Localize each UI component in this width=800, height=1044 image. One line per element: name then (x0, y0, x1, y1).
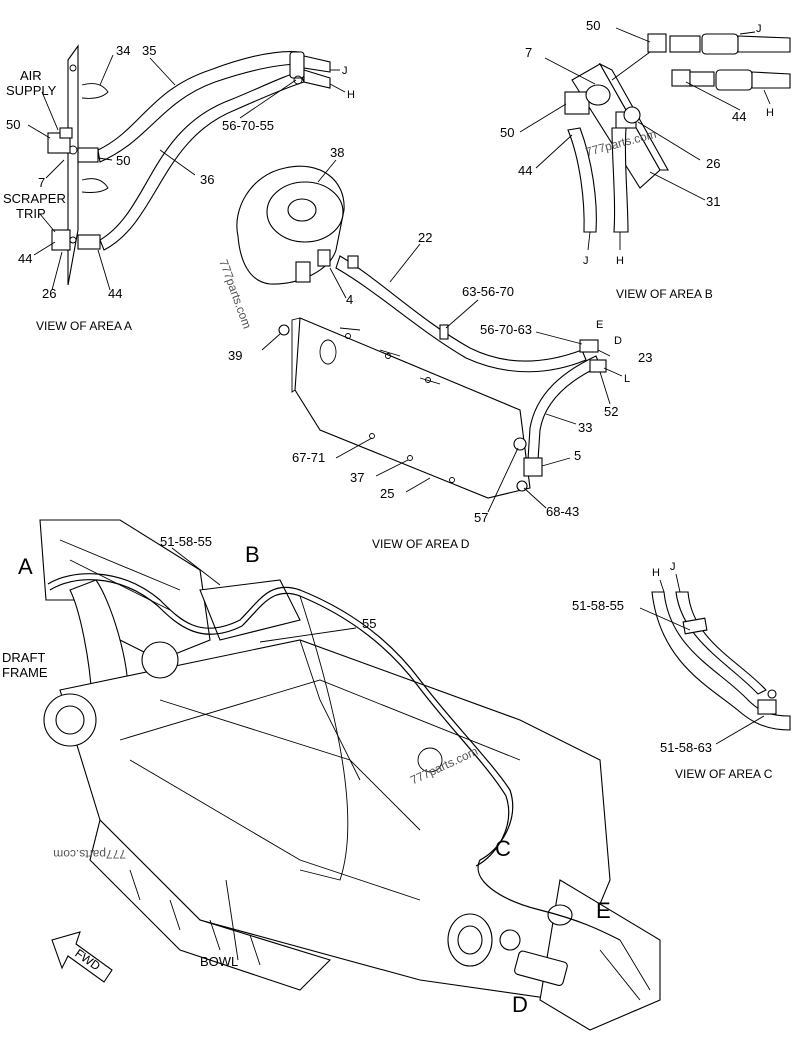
callout-50-b2: 50 (500, 125, 514, 140)
callout-38: 38 (330, 145, 344, 160)
clip-34 (81, 83, 109, 99)
label-trip: TRIP (16, 206, 46, 221)
view-area-b: 50 7 50 44 44 26 31 J H J H VIEW OF AREA… (500, 18, 791, 301)
callout-4: 4 (346, 292, 353, 307)
callout-33: 33 (578, 420, 592, 435)
callout-44-a1: 44 (18, 251, 32, 266)
callout-36: 36 (200, 172, 214, 187)
callout-67-71: 67-71 (292, 450, 325, 465)
valve-50-b (564, 91, 590, 115)
callout-56-70-55: 56-70-55 (222, 118, 274, 133)
callout-31: 31 (706, 194, 720, 209)
hose-letter-l-d: L (624, 373, 630, 385)
callout-51-58-63-c: 51-58-63 (660, 740, 712, 755)
callout-25: 25 (380, 486, 394, 501)
main-hose-line (47, 573, 621, 941)
label-draft: DRAFT (2, 650, 45, 665)
hose-letter-j-a: J (342, 65, 348, 77)
label-frame: FRAME (2, 665, 48, 680)
callout-26-a: 26 (42, 286, 56, 301)
callout-51-58-55-c: 51-58-55 (572, 598, 624, 613)
callout-26-b: 26 (706, 156, 720, 171)
watermark-main-2: 777parts.com (53, 847, 126, 861)
label-bowl: BOWL (200, 954, 238, 969)
callout-39: 39 (228, 348, 242, 363)
callout-7-b: 7 (525, 45, 532, 60)
label-air: AIR (20, 68, 42, 83)
callout-50-a: 50 (6, 117, 20, 132)
main-view: A B C D E 51-58-55 55 DRAFT FRAME BOWL 7… (2, 519, 661, 1031)
area-letter-d: D (512, 992, 528, 1017)
forward-arrow-icon (51, 931, 113, 983)
label-supply: SUPPLY (6, 83, 57, 98)
caption-area-c: VIEW OF AREA C (675, 767, 773, 781)
area-letter-c: C (495, 836, 511, 861)
hose-22 (335, 255, 587, 373)
callout-44-b2: 44 (732, 109, 746, 124)
bowl (59, 639, 611, 1001)
hose-letter-h-b1: H (766, 107, 774, 119)
callout-44-b1: 44 (518, 163, 532, 178)
area-letter-b: B (245, 542, 260, 567)
hose-letter-d-d: D (614, 335, 622, 347)
area-letter-e: E (596, 898, 611, 923)
callout-50-b1: 50 (586, 18, 600, 33)
callout-50-a2: 50 (116, 153, 130, 168)
callout-37: 37 (350, 470, 364, 485)
fwd-arrow: FWD (51, 931, 113, 983)
area-letter-a: A (18, 554, 33, 579)
hose-letter-h-a: H (347, 89, 355, 101)
hose-letter-j-b1: J (756, 23, 762, 35)
callout-34: 34 (116, 43, 130, 58)
callout-52: 52 (604, 404, 618, 419)
callout-22: 22 (418, 230, 432, 245)
hose-letter-j-c: J (670, 561, 676, 573)
callout-57: 57 (474, 510, 488, 525)
callout-44-a2: 44 (108, 286, 122, 301)
view-area-d: 38 22 4 63-56-70 39 56-70-63 E D 23 L 52… (216, 145, 652, 551)
callout-35: 35 (142, 43, 156, 58)
trip-valve (51, 229, 71, 251)
area-a-bracket-plate (67, 44, 79, 286)
callout-51-58-55-main: 51-58-55 (160, 534, 212, 549)
callout-23: 23 (638, 350, 652, 365)
hose-letter-j-b2: J (583, 255, 589, 267)
hose-35 (97, 51, 303, 163)
caption-area-a: VIEW OF AREA A (36, 319, 132, 333)
callout-55: 55 (362, 616, 376, 631)
hose-letter-h-b2: H (616, 255, 624, 267)
frame-25 (294, 317, 531, 499)
view-area-c: 51-58-55 51-58-63 H J VIEW OF AREA C (572, 561, 791, 781)
label-scraper: SCRAPER (3, 191, 66, 206)
caption-area-d: VIEW OF AREA D (372, 537, 470, 551)
hose-letter-e-d: E (596, 319, 603, 331)
callout-7-a: 7 (38, 175, 45, 190)
callout-63-56-70: 63-56-70 (462, 284, 514, 299)
view-area-a: AIR SUPPLY 34 35 50 50 7 SCRAPER TRIP 36… (3, 43, 355, 333)
callout-68-43: 68-43 (546, 504, 579, 519)
callout-5: 5 (574, 448, 581, 463)
hose-area-c (651, 591, 791, 731)
caption-area-b: VIEW OF AREA B (616, 287, 713, 301)
callout-56-70-63: 56-70-63 (480, 322, 532, 337)
hose-letter-h-c: H (652, 567, 660, 579)
